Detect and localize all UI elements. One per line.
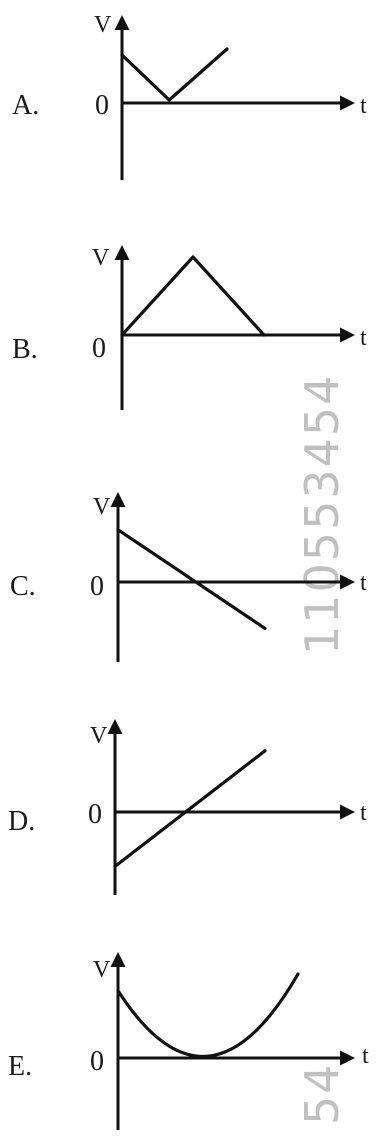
v-axis-label: V: [94, 12, 112, 38]
option-letter: C.: [10, 571, 36, 602]
option-d-graph: D. 0 V t: [8, 719, 367, 895]
velocity-curve: [116, 528, 267, 630]
origin-label: 0: [90, 1046, 104, 1077]
option-letter: B.: [12, 334, 38, 365]
watermark-bottom: 54: [295, 1062, 349, 1125]
option-b-graph: B. 0 V t: [12, 245, 367, 410]
t-axis-label: t: [360, 800, 367, 826]
velocity-curve: [120, 47, 229, 102]
v-axis-label: V: [92, 245, 110, 271]
velocity-curve: [120, 255, 266, 337]
origin-label: 0: [88, 799, 102, 830]
origin-label: 0: [92, 333, 106, 364]
velocity-curve: [113, 749, 267, 868]
t-axis-label: t: [362, 1043, 369, 1069]
v-axis-label: V: [93, 957, 111, 983]
origin-label: 0: [95, 90, 109, 121]
option-letter: A.: [12, 90, 39, 121]
t-axis-label: t: [360, 570, 367, 596]
option-letter: D.: [8, 806, 35, 837]
option-letter: E.: [8, 1051, 32, 1082]
option-c-graph: C. 0 V t: [10, 492, 367, 662]
t-axis-label: t: [360, 93, 367, 119]
option-a-graph: A. 0 V t: [12, 12, 367, 180]
origin-label: 0: [90, 571, 104, 602]
v-axis-label: V: [90, 723, 108, 749]
t-axis-label: t: [360, 325, 367, 351]
watermark-main: 110553454: [295, 374, 349, 655]
v-axis-label: V: [93, 494, 111, 520]
option-e-graph: E. 0 V t: [8, 952, 369, 1130]
velocity-curve: [116, 972, 300, 1058]
watermark: 110553454 54: [295, 374, 349, 1125]
